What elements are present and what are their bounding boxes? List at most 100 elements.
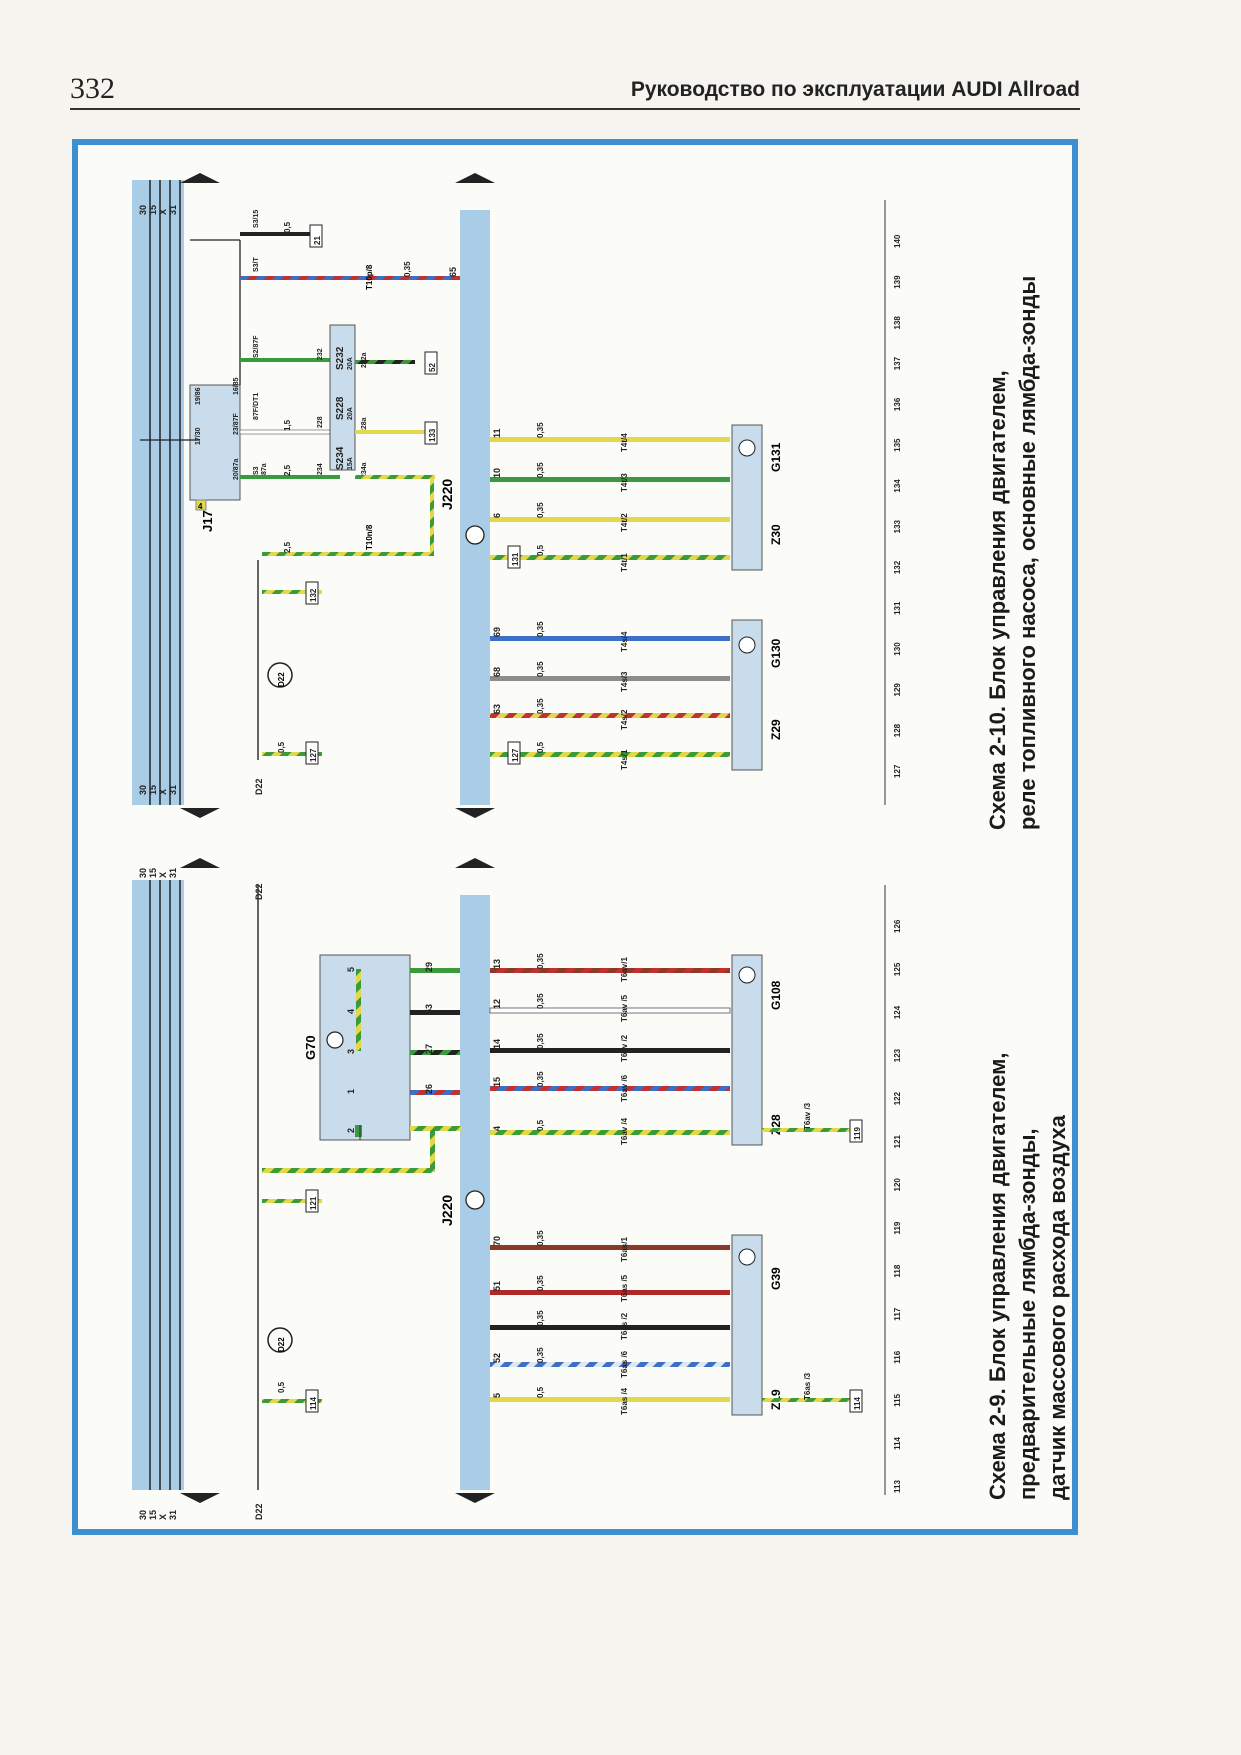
relay-pin: 20/87a [233,458,240,480]
pin-label: 12 [492,999,502,1009]
column-number: 123 [893,1048,902,1062]
arrow-down-icon [455,1493,495,1503]
wire-section: 2,5 [283,464,292,476]
connector-label: T4t/2 [620,513,629,532]
pin-label: 63 [492,704,502,714]
lambda-sensor-g108-box [731,954,763,1146]
fuse-pin: 228a [361,417,368,433]
column-number: 131 [893,601,902,615]
bus-label: 15 [148,1510,158,1520]
bus-label: 30 [138,1510,148,1520]
column-number: 116 [893,1350,902,1363]
control-unit-label: J220 [439,1195,455,1226]
pin-label: 65 [448,267,458,277]
relay-j17 [189,384,241,501]
fuse-pin: 234a [361,462,368,478]
column-number: 132 [893,560,902,574]
caption-schema-2-10: Схема 2-10. Блок управления двигателем, … [983,276,1043,830]
connector-label: T6as /4 [620,1387,629,1415]
pin-label: 11 [492,428,502,438]
connector-label: T4s/4 [620,631,629,652]
bus-panel [132,180,184,805]
caption-line: реле топливного насоса, основные лямбда-… [1015,275,1040,830]
feed-label: 87a [261,463,268,475]
page-header: 332 Руководство по эксплуатации AUDI All… [70,72,1080,112]
wire-section: 0,5 [536,1386,545,1398]
column-number: 125 [893,962,902,976]
wire-section: 1,5 [283,419,292,431]
pin-label: 13 [492,959,502,969]
connector-label: T6as /3 [803,1372,812,1400]
relay-label: J17 [200,510,215,532]
control-unit-label: J220 [439,479,455,510]
wire-section: 0,35 [536,1275,545,1291]
column-number: 135 [893,438,902,452]
wire-section: 0,5 [277,741,286,753]
column-number: 138 [893,316,902,330]
wire-section: 2,5 [283,541,292,553]
caption-line: Схема 2-9. Блок управления двигателем, [985,1052,1010,1501]
ground-circle-label: D22 [277,1337,286,1352]
sensor-label: G39 [769,1267,783,1290]
maf-pin: 1 [346,1089,356,1094]
wire-section: 0,35 [536,1230,545,1246]
pin-label: 52 [492,1353,502,1363]
relay-pin: 23/87F [233,412,240,435]
connector-label: T6av /4 [620,1117,629,1145]
wire-section: 0,35 [536,1071,545,1087]
connector-label: T4t/1 [620,553,629,572]
fuse-rating: 20A [347,357,354,370]
connector-label: T6as /6 [620,1350,629,1378]
ref-box: 52 [428,363,437,372]
wire-section: 0,35 [536,1347,545,1363]
wire-section: 0,35 [536,1310,545,1326]
bus-panel [132,880,184,1490]
bus-label: 31 [168,1510,178,1520]
wire-section: 0,5 [536,544,545,556]
wire-section: 0,35 [536,422,545,438]
wire-section: 0,5 [536,741,545,753]
lambda-icon [738,966,756,984]
maf-contact: 53 [424,1004,434,1014]
fuse-pin: 228 [317,416,324,428]
ground-circle-label: D22 [277,672,286,687]
wire-section: 0,35 [536,953,545,969]
bus-label: 15 [148,868,158,878]
column-number: 115 [893,1393,902,1406]
page-number: 332 [70,72,115,105]
ref-box: 132 [309,588,318,602]
fuse-label: S228 [335,396,346,420]
connector-label: T6av /5 [620,994,629,1022]
connector-label: T6av /6 [620,1074,629,1102]
column-number: 139 [893,275,902,289]
fuse-pin: 234 [317,463,324,475]
column-number: 133 [893,519,902,533]
connector-label: T4s/1 [620,749,629,770]
connector-label: T4s/2 [620,709,629,730]
wire-section: 0,35 [536,462,545,478]
column-number: 114 [893,1436,902,1449]
connector-plug: T10n/8 [365,524,374,550]
wire-section: 0,5 [283,221,292,233]
heater-label: Z29 [769,719,783,740]
column-number: 136 [893,397,902,411]
relay-badge-number: 4 [198,502,203,511]
control-unit-icon [465,525,485,545]
fuse-label: S232 [335,346,346,370]
column-number: 126 [893,919,902,933]
column-number: 130 [893,642,902,656]
bus-label: X [158,209,168,215]
arrow-up-icon [455,858,495,868]
column-number: 124 [893,1005,902,1019]
maf-pin: 3 [346,1049,356,1054]
column-number: 121 [893,1134,902,1148]
connector-label: T4s/3 [620,671,629,692]
pin-label: 14 [492,1039,502,1049]
column-number: 140 [893,234,902,248]
diagram-2-10: 30 15 X 31 30 15 X 31 D22 4 J17 17/30 19… [132,173,902,818]
column-number: 122 [893,1091,902,1105]
column-number: 117 [893,1307,902,1320]
connector-label: T6av/1 [620,957,629,982]
